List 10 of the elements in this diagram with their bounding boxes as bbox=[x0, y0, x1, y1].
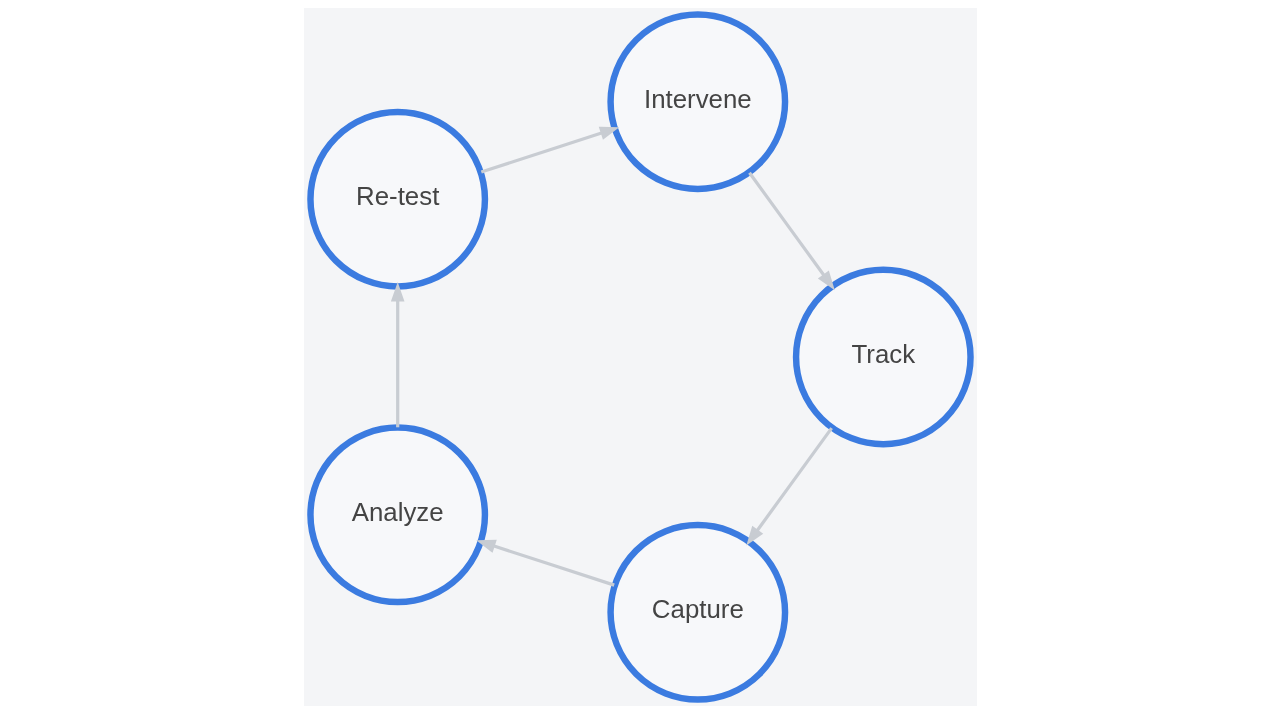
arrow bbox=[475, 539, 615, 587]
node-circle: Track bbox=[792, 266, 974, 448]
arrow bbox=[390, 282, 404, 428]
arrow bbox=[480, 126, 619, 174]
node-circle: Capture bbox=[606, 521, 788, 703]
node-circle: Analyze bbox=[306, 424, 488, 606]
node-circle: Intervene bbox=[606, 11, 788, 193]
arrow bbox=[747, 171, 835, 291]
arrow bbox=[745, 427, 833, 546]
node-circle: Re-test bbox=[306, 108, 488, 290]
